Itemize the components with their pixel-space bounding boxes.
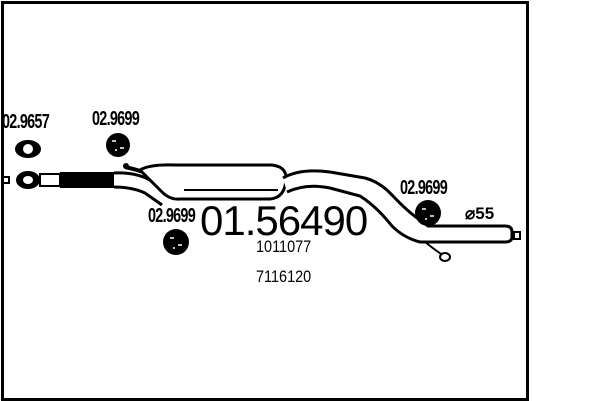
rubber-hanger-icon	[415, 200, 441, 226]
drawing-frame	[1, 1, 529, 401]
middle-muffler	[137, 163, 288, 201]
rubber-hanger-icon	[163, 229, 189, 255]
accessory-label-hanger-top: 02.9699	[92, 108, 140, 130]
main-part-number: 01.56490	[200, 197, 368, 244]
rubber-hanger-icon	[106, 133, 130, 157]
reference-number-1: 1011077	[256, 237, 312, 256]
accessory-label-hanger-right: 02.9699	[400, 177, 448, 199]
accessory-label-clamp: 02.9657	[2, 111, 50, 133]
flex-pipe	[60, 172, 114, 188]
diameter-label: ⌀55	[465, 204, 495, 223]
accessory-label-hanger-mid: 02.9699	[148, 205, 196, 227]
flange-gasket-icon	[15, 140, 41, 158]
inlet-cap-icon	[2, 176, 10, 184]
outlet-cap-icon	[513, 231, 521, 240]
reference-number-2: 7116120	[256, 267, 312, 286]
rear-pipe	[282, 169, 514, 244]
